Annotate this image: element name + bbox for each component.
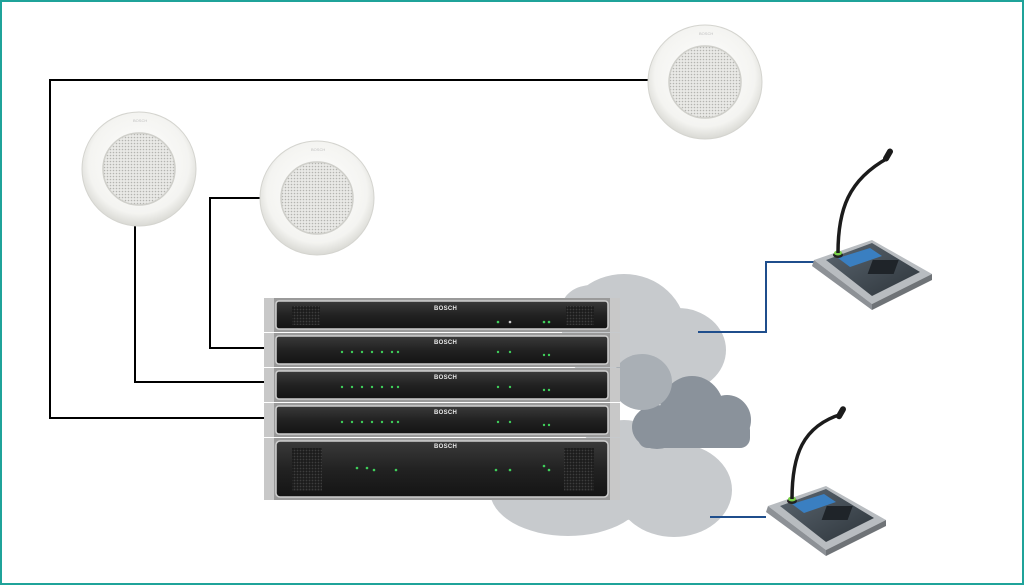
rack-stack: BOSCH BOSCH BOSCH: [264, 298, 620, 500]
call-station-icon: [812, 147, 932, 310]
gooseneck-microphone-icon: [833, 147, 894, 258]
ceiling-speaker-icon: BOSCH: [648, 25, 762, 139]
amplifier-unit-icon: BOSCH: [264, 403, 620, 437]
rack-brand-label: BOSCH: [434, 375, 457, 381]
speaker-brand-mark: BOSCH: [699, 31, 713, 36]
amplifier-unit-icon: BOSCH: [264, 368, 620, 402]
wire-speaker-middle: [210, 198, 264, 348]
rack-brand-label: BOSCH: [434, 410, 457, 416]
ceiling-speaker-icon: BOSCH: [260, 141, 374, 255]
rack-brand-label: BOSCH: [434, 306, 457, 312]
speaker-brand-mark: BOSCH: [133, 118, 147, 123]
controller-unit-icon: BOSCH: [264, 298, 620, 332]
amplifier-unit-icon: BOSCH: [264, 333, 620, 367]
power-amplifier-unit-icon: BOSCH: [264, 438, 620, 500]
wire-speaker-left: [135, 226, 264, 382]
rack-brand-label: BOSCH: [434, 444, 457, 450]
wire-network-station-top: [698, 262, 814, 332]
call-station-icon: [766, 405, 886, 556]
rack-brand-label: BOSCH: [434, 340, 457, 346]
ceiling-speaker-icon: BOSCH: [82, 112, 196, 226]
speaker-brand-mark: BOSCH: [311, 147, 325, 152]
